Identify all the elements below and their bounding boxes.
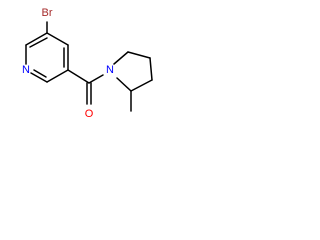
atom-carbonyl-oxygen: O	[85, 108, 94, 120]
bond-cc-cd	[130, 79, 153, 92]
pyrrolidine-ring	[113, 51, 153, 112]
bond-c5-c4	[46, 32, 69, 46]
bond-c3-c2	[46, 69, 69, 83]
bond-c2-n1-inner	[33, 69, 47, 78]
molecule-structure: Br N N O	[22, 7, 153, 120]
bond-c6-c5-inner	[29, 37, 48, 48]
bond-n-ca	[113, 51, 129, 65]
pyridine-ring	[25, 32, 69, 83]
atom-bromine: Br	[42, 7, 53, 19]
atom-ring-nitrogen: N	[22, 64, 30, 76]
bond-c3-carbonyl	[67, 69, 90, 84]
carbonyl-group	[67, 69, 104, 105]
bond-c6-c5	[25, 32, 48, 46]
bond-cb-cc	[149, 57, 153, 81]
ring-nitrogen-label: N	[22, 64, 30, 76]
carbonyl-oxygen-label: O	[85, 108, 94, 120]
bromine-label: Br	[42, 7, 53, 19]
bond-ca-cb	[127, 51, 151, 59]
bond-cd-n	[116, 77, 132, 92]
bond-c2-n1	[30, 72, 48, 83]
amide-nitrogen-label: N	[106, 64, 114, 76]
atom-amide-nitrogen: N	[106, 64, 114, 76]
bond-carbonyl-n	[88, 74, 104, 84]
